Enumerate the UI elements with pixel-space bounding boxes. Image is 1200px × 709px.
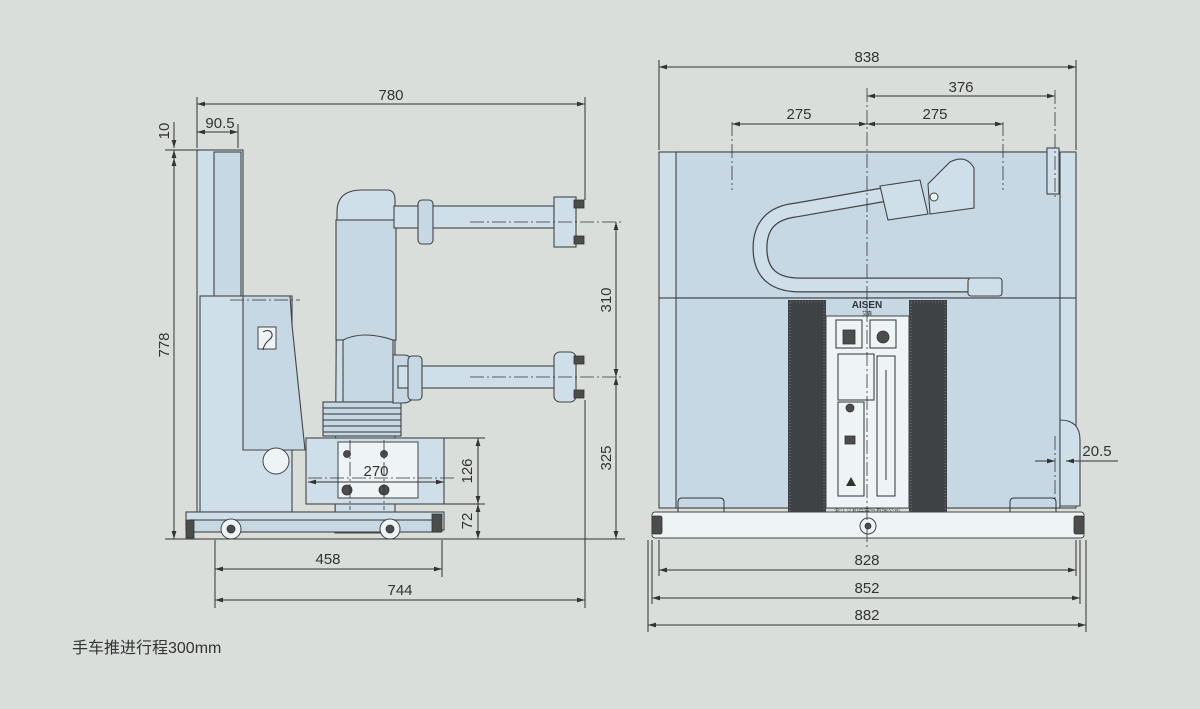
- handling-arm: [752, 158, 1003, 297]
- dim-744: 744: [387, 582, 412, 599]
- dim-325: 325: [598, 445, 615, 470]
- right-vent: [909, 300, 947, 514]
- dim-270: 270: [363, 463, 388, 480]
- dim-20-5: 20.5: [1082, 443, 1111, 460]
- dim-852: 852: [854, 580, 879, 597]
- dim-838: 838: [854, 49, 879, 66]
- brand-logo: AISEN: [852, 300, 883, 311]
- side-bracket-top: [1046, 147, 1060, 195]
- dim-126: 126: [459, 458, 476, 483]
- dim-458: 458: [315, 551, 340, 568]
- dim-90-5: 90.5: [205, 115, 234, 132]
- side-bracket-low: [1059, 419, 1081, 507]
- dim-780: 780: [378, 87, 403, 104]
- dim-275-left: 275: [786, 106, 811, 123]
- dim-778: 778: [156, 332, 173, 357]
- upper-contact-arm: [393, 196, 585, 248]
- lower-contact-arm: [392, 351, 585, 404]
- front-view: AISEN 艾森 浙江艾利森电气有限公司: [647, 49, 1118, 632]
- dim-376: 376: [948, 79, 973, 96]
- bellows: [322, 401, 402, 437]
- dim-882: 882: [854, 607, 879, 624]
- travel-note: 手车推进行程300mm: [72, 640, 222, 657]
- dim-828: 828: [854, 552, 879, 569]
- dim-10: 10: [156, 123, 173, 140]
- dim-310: 310: [598, 287, 615, 312]
- left-vent: [788, 300, 826, 514]
- dim-72: 72: [459, 513, 476, 530]
- dim-275-right: 275: [922, 106, 947, 123]
- side-view: 780 90.5 10 778 310 325 270 126 72 458 7…: [156, 87, 625, 608]
- drive-knob: [262, 447, 290, 475]
